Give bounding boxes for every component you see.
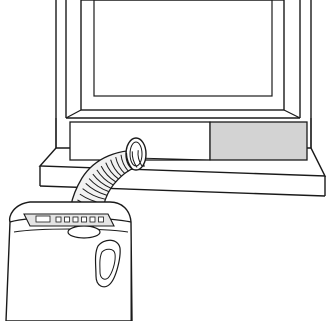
control-button [73, 217, 78, 222]
window-slider-insert [70, 122, 307, 160]
window-glass [66, 0, 300, 118]
control-button [90, 217, 95, 222]
control-button [82, 217, 87, 222]
air-conditioner-unit [6, 202, 132, 321]
control-button [99, 217, 104, 222]
control-button [56, 217, 61, 222]
control-button [65, 217, 70, 222]
control-panel [24, 214, 114, 226]
